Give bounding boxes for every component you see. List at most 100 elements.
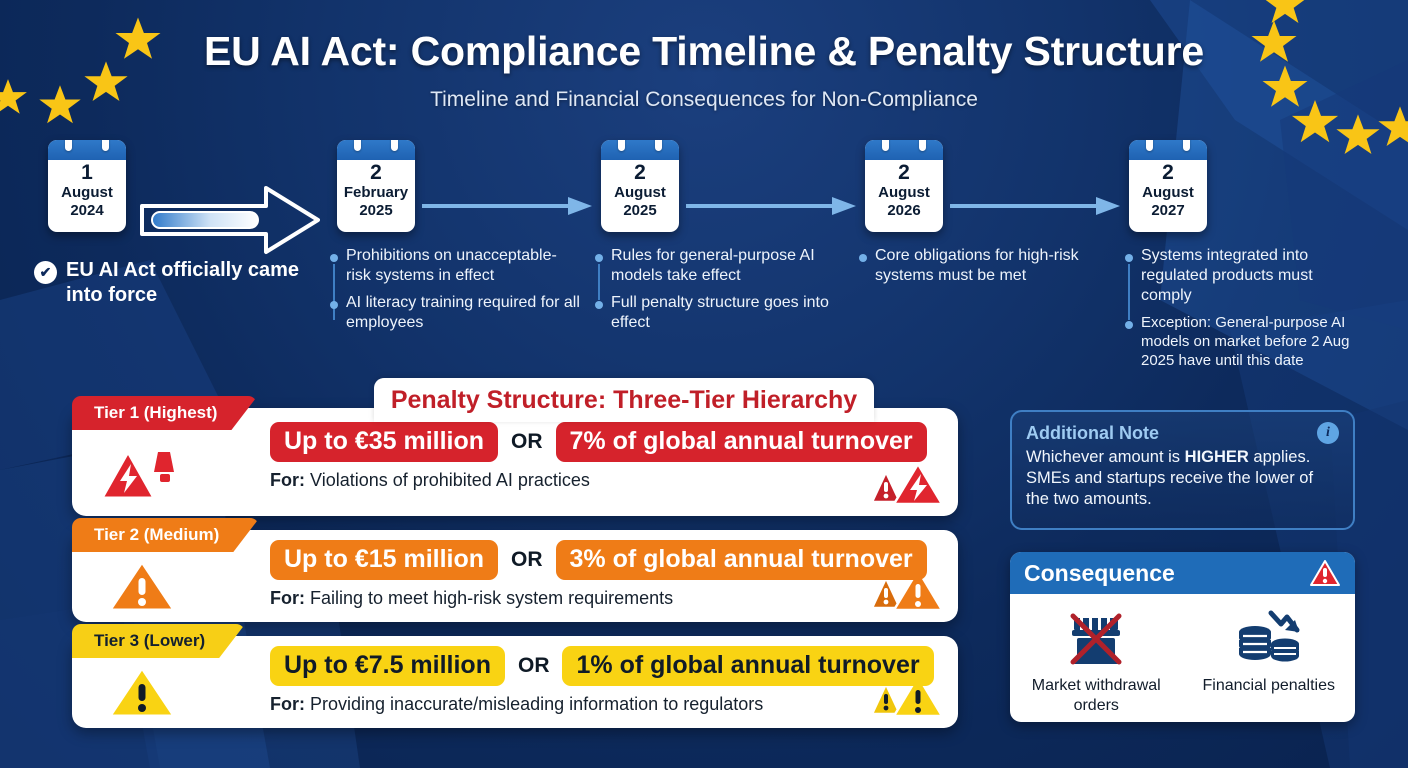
penalty-or-label: OR — [511, 430, 543, 453]
list-item: Exception: General-purpose AI models on … — [1125, 313, 1365, 370]
timeline-node[interactable]: 2 February 2025 — [337, 140, 415, 232]
note-body: Whichever amount is HIGHER applies. SMEs… — [1026, 447, 1339, 510]
calendar-ring — [919, 140, 926, 151]
bullet-dot-icon — [859, 254, 867, 262]
penalty-tier-card[interactable]: Tier 2 (Medium) Up to €15 million OR 3 — [72, 530, 958, 622]
calendar-ring — [354, 140, 361, 151]
calendar-ring — [65, 140, 72, 151]
calendar-date: 2 August 2025 — [601, 160, 679, 220]
timeline-node[interactable]: 1 August 2024 — [48, 140, 126, 232]
tier-ribbon-label: Tier 1 (Highest) — [94, 403, 218, 422]
timeline-arrow-icon — [950, 197, 1120, 215]
penalty-fixed-amount: Up to €7.5 million — [270, 646, 505, 686]
timeline-node[interactable]: 2 August 2025 — [601, 140, 679, 232]
penalty-for-label: For: — [270, 470, 305, 490]
bullet-label: Full penalty structure goes into effect — [611, 294, 829, 331]
list-item: Core obligations for high-risk systems m… — [859, 246, 1099, 286]
calendar-header — [865, 140, 943, 160]
list-item: Rules for general-purpose AI models take… — [595, 246, 845, 286]
check-circle-icon: ✔ — [34, 261, 57, 284]
penalty-percent-amount: 3% of global annual turnover — [555, 540, 927, 580]
progress-arrow-icon — [140, 186, 320, 254]
calendar-date: 1 August 2024 — [48, 160, 126, 220]
bullet-label: Prohibitions on unacceptable-risk system… — [346, 247, 557, 284]
calendar-ring — [655, 140, 662, 151]
warning-triangle-icon — [108, 560, 176, 612]
bullet-rail — [1128, 264, 1130, 320]
calendar-icon: 1 August 2024 — [48, 140, 126, 232]
calendar-ring — [1183, 140, 1190, 151]
calendar-header — [48, 140, 126, 160]
calendar-header — [1129, 140, 1207, 160]
star-icon — [1265, 0, 1305, 24]
penalty-section-heading: Penalty Structure: Three-Tier Hierarchy — [374, 378, 874, 422]
penalty-percent-amount: 7% of global annual turnover — [555, 422, 927, 462]
bullet-label: Core obligations for high-risk systems m… — [875, 247, 1079, 284]
note-text-after: applies. SMEs and startups receive the l… — [1026, 448, 1314, 508]
penalty-amount-row: Up to €15 million OR 3% of global annual… — [270, 540, 927, 580]
consequence-label: Financial penalties — [1202, 677, 1336, 694]
double-warning-icon — [870, 674, 944, 718]
milestone-highlight-text: EU AI Act officially came into force — [66, 259, 300, 306]
penalty-tier-card[interactable]: Tier 3 (Lower) Up to €7.5 million OR 1 — [72, 636, 958, 728]
penalty-reason-row: For: Providing inaccurate/misleading inf… — [270, 693, 862, 715]
consequence-header: Consequence — [1010, 552, 1355, 594]
bullet-label: Exception: General-purpose AI models on … — [1141, 314, 1350, 369]
page-subtitle: Timeline and Financial Consequences for … — [430, 88, 978, 111]
calendar-icon: 2 February 2025 — [337, 140, 415, 232]
list-item: AI literacy training required for all em… — [330, 293, 580, 333]
penalty-or-label: OR — [511, 548, 543, 571]
high-voltage-warning-icon — [100, 450, 174, 500]
penalty-for-label: For: — [270, 694, 305, 714]
timeline-arrow-icon — [686, 197, 856, 215]
calendar-month: August — [1142, 184, 1194, 201]
calendar-month: August — [61, 184, 113, 201]
calendar-day: 2 — [898, 161, 910, 184]
tier-ribbon-label: Tier 3 (Lower) — [94, 631, 206, 650]
timeline-bullets: Core obligations for high-risk systems m… — [859, 246, 1099, 293]
calendar-icon: 2 August 2025 — [601, 140, 679, 232]
timeline-node[interactable]: 2 August 2026 — [865, 140, 943, 232]
calendar-header — [601, 140, 679, 160]
penalty-reason-row: For: Failing to meet high-risk system re… — [270, 587, 862, 609]
tier-ribbon: Tier 1 (Highest) — [72, 396, 257, 430]
bullet-rail — [598, 264, 600, 300]
timeline-node[interactable]: 2 August 2027 — [1129, 140, 1207, 232]
penalty-fixed-amount: Up to €15 million — [270, 540, 499, 580]
list-item: Systems integrated into regulated produc… — [1125, 246, 1365, 306]
consequence-item: Financial penalties — [1183, 604, 1356, 696]
penalty-tier-card[interactable]: Tier 1 (Highest) Up to €35 million — [72, 408, 958, 516]
calendar-month: August — [614, 184, 666, 201]
penalty-percent-amount: 1% of global annual turnover — [562, 646, 934, 686]
bullet-label: Systems integrated into regulated produc… — [1141, 247, 1313, 304]
list-item: Full penalty structure goes into effect — [595, 293, 845, 333]
consequence-label: Market withdrawal orders — [1031, 677, 1161, 714]
calendar-year: 2025 — [359, 202, 393, 219]
calendar-day: 1 — [81, 161, 93, 184]
additional-note-panel: Additional Note i Whichever amount is HI… — [1010, 410, 1355, 530]
timeline-bullets: Systems integrated into regulated produc… — [1125, 246, 1365, 377]
calendar-day: 2 — [634, 161, 646, 184]
calendar-day: 2 — [1162, 161, 1174, 184]
penalty-reason: Providing inaccurate/misleading informat… — [310, 694, 764, 714]
info-icon[interactable]: i — [1317, 422, 1339, 444]
penalty-amount-row: Up to €35 million OR 7% of global annual… — [270, 422, 927, 462]
bullet-dot-icon — [1125, 254, 1133, 262]
page-title: EU AI Act: Compliance Timeline & Penalty… — [203, 28, 1205, 74]
note-header: Additional Note i — [1026, 422, 1339, 444]
penalty-or-label: OR — [517, 654, 550, 677]
tier-details: Up to €15 million OR 3% of global annual… — [270, 540, 927, 609]
bullet-dot-icon — [595, 254, 603, 262]
note-text-before: Whichever amount is — [1026, 448, 1185, 466]
calendar-date: 2 August 2026 — [865, 160, 943, 220]
bullet-dot-icon — [330, 301, 338, 309]
consequence-items: Market withdrawal orders — [1010, 594, 1355, 722]
tier-details: Up to €35 million OR 7% of global annual… — [270, 422, 927, 491]
consequence-item: Market withdrawal orders — [1010, 604, 1183, 716]
calendar-icon: 2 August 2027 — [1129, 140, 1207, 232]
calendar-icon: 2 August 2026 — [865, 140, 943, 232]
penalty-fixed-amount: Up to €35 million — [270, 422, 499, 462]
calendar-ring — [618, 140, 625, 151]
penalty-amount-row: Up to €7.5 million OR 1% of global annua… — [270, 646, 934, 686]
